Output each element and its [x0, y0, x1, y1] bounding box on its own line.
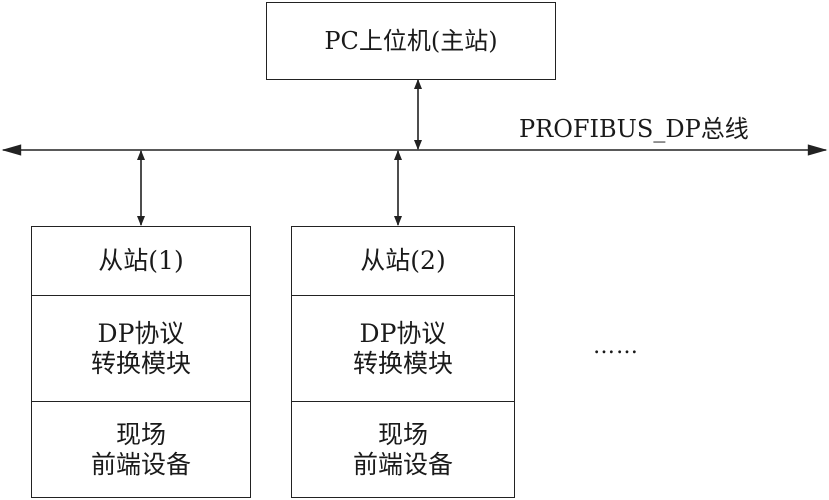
slave-2-field-device: 现场 前端设备 — [292, 401, 514, 497]
slave-1-module-line1: DP协议 — [97, 318, 185, 348]
slave-2-title: 从站(2) — [292, 227, 514, 295]
more-slaves-ellipsis: …… — [593, 334, 639, 359]
slave-2-device-line1: 现场 — [377, 419, 428, 449]
master-node-box: PC上位机(主站) — [266, 2, 556, 80]
slave-1-protocol-module: DP协议 转换模块 — [32, 295, 250, 401]
master-label-text: PC上位机(主站) — [324, 27, 498, 55]
slave-2-title-text: 从站(2) — [360, 246, 446, 275]
slave-1-field-device: 现场 前端设备 — [32, 401, 250, 497]
slave-2-module-line1: DP协议 — [359, 318, 447, 348]
slave-1-device-line2: 前端设备 — [90, 449, 191, 479]
slave-2-protocol-module: DP协议 转换模块 — [292, 295, 514, 401]
slave-1-module-line2: 转换模块 — [90, 348, 191, 378]
slave-1-device-line1: 现场 — [115, 419, 166, 449]
slave-1-title: 从站(1) — [32, 227, 250, 295]
slave-node-1: 从站(1) DP协议 转换模块 现场 前端设备 — [31, 226, 251, 498]
slave-node-2: 从站(2) DP协议 转换模块 现场 前端设备 — [291, 226, 515, 498]
bus-label: PROFIBUS_DP总线 — [519, 115, 749, 143]
slave-1-title-text: 从站(1) — [98, 246, 184, 275]
slave-2-device-line2: 前端设备 — [352, 449, 453, 479]
slave-2-module-line2: 转换模块 — [352, 348, 453, 378]
master-node-label: PC上位机(主站) — [267, 3, 555, 79]
